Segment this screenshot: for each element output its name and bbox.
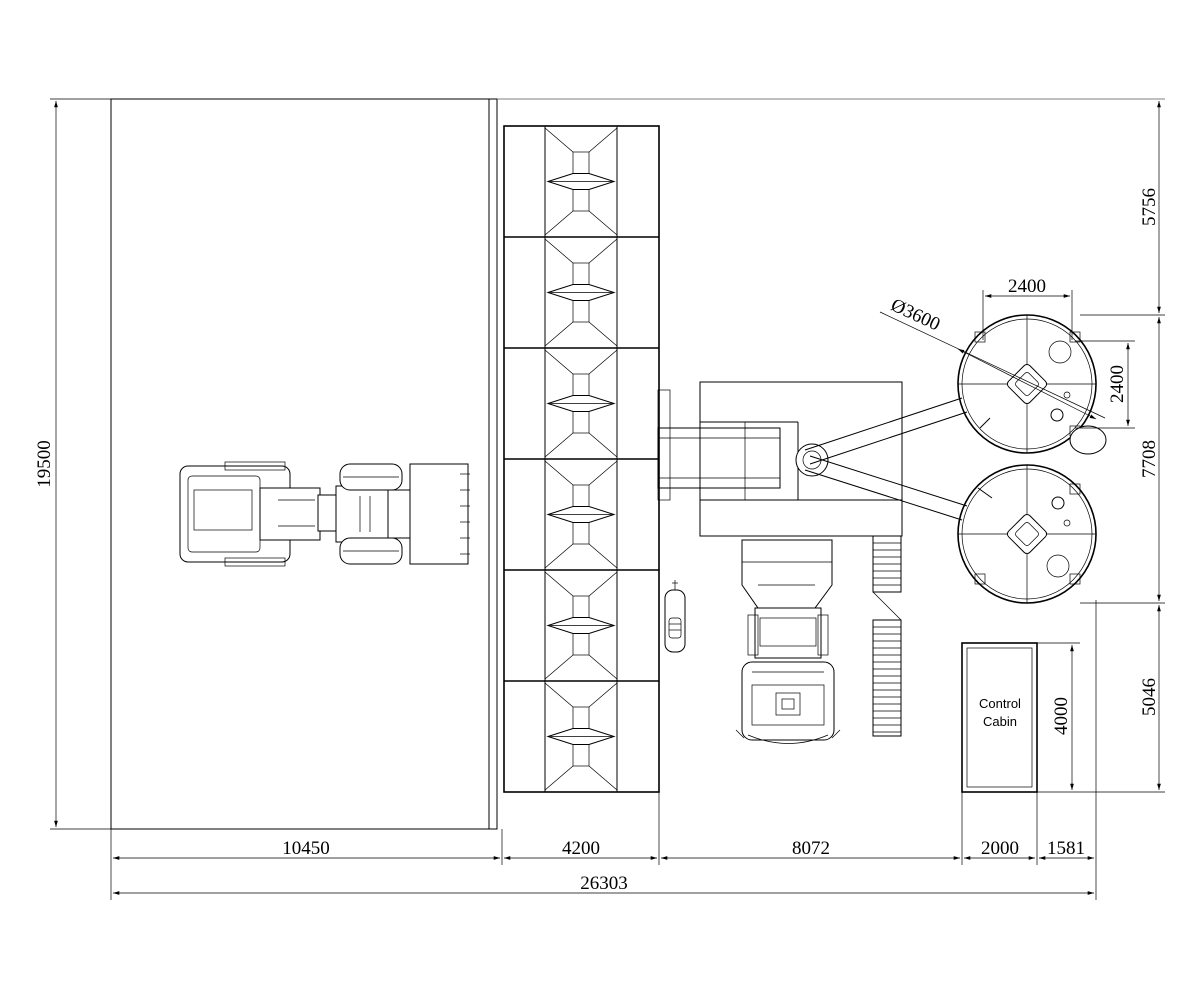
- aggregate-yard: [110, 98, 498, 830]
- cabin-label-line2: Cabin: [983, 714, 1017, 729]
- dim-silo-depth: 2400: [1107, 365, 1128, 403]
- dim-silo-width: 2400: [1008, 276, 1046, 297]
- dim-mid-width: 8072: [792, 838, 830, 859]
- mixer-truck-icon: [735, 539, 841, 744]
- belt-conveyor: [657, 389, 781, 501]
- dim-right-bottom: 5046: [1139, 678, 1160, 716]
- dim-cabin-depth: 4000: [1051, 697, 1072, 735]
- dim-total-width: 26303: [580, 873, 628, 894]
- dim-right-mid: 7708: [1139, 440, 1160, 478]
- screw-conveyors: [795, 397, 968, 521]
- dim-total-height: 19500: [34, 440, 55, 488]
- aggregate-bin: [504, 236, 659, 347]
- aggregate-bins: [503, 125, 660, 793]
- dim-right-margin: 1581: [1047, 838, 1085, 859]
- dim-cabin-width: 2000: [981, 838, 1019, 859]
- access-stairs: [872, 535, 902, 737]
- silo-top: [957, 314, 1107, 455]
- aggregate-bin: [504, 458, 659, 569]
- aggregate-bin: [544, 127, 618, 236]
- dim-right-top: 5756: [1139, 188, 1160, 226]
- dim-yard-width: 10450: [282, 838, 330, 859]
- aggregate-bin: [504, 680, 659, 791]
- dimension-labels: 19500 10450 4200 8072 2000 1581 26303 57…: [34, 188, 1160, 894]
- control-cabin: Control Cabin: [961, 642, 1038, 793]
- small-pump-icon: [664, 580, 686, 653]
- wheel-loader-icon: [179, 461, 470, 567]
- dim-silo-diameter: Ø3600: [887, 295, 943, 336]
- dim-bins-width: 4200: [562, 838, 600, 859]
- cabin-label-line1: Control: [979, 696, 1021, 711]
- dimension-lines: [50, 98, 1165, 900]
- loader-bucket-teeth: [460, 473, 470, 555]
- aggregate-bin: [504, 569, 659, 680]
- silo-bottom: [957, 464, 1097, 604]
- aggregate-bin: [504, 347, 659, 458]
